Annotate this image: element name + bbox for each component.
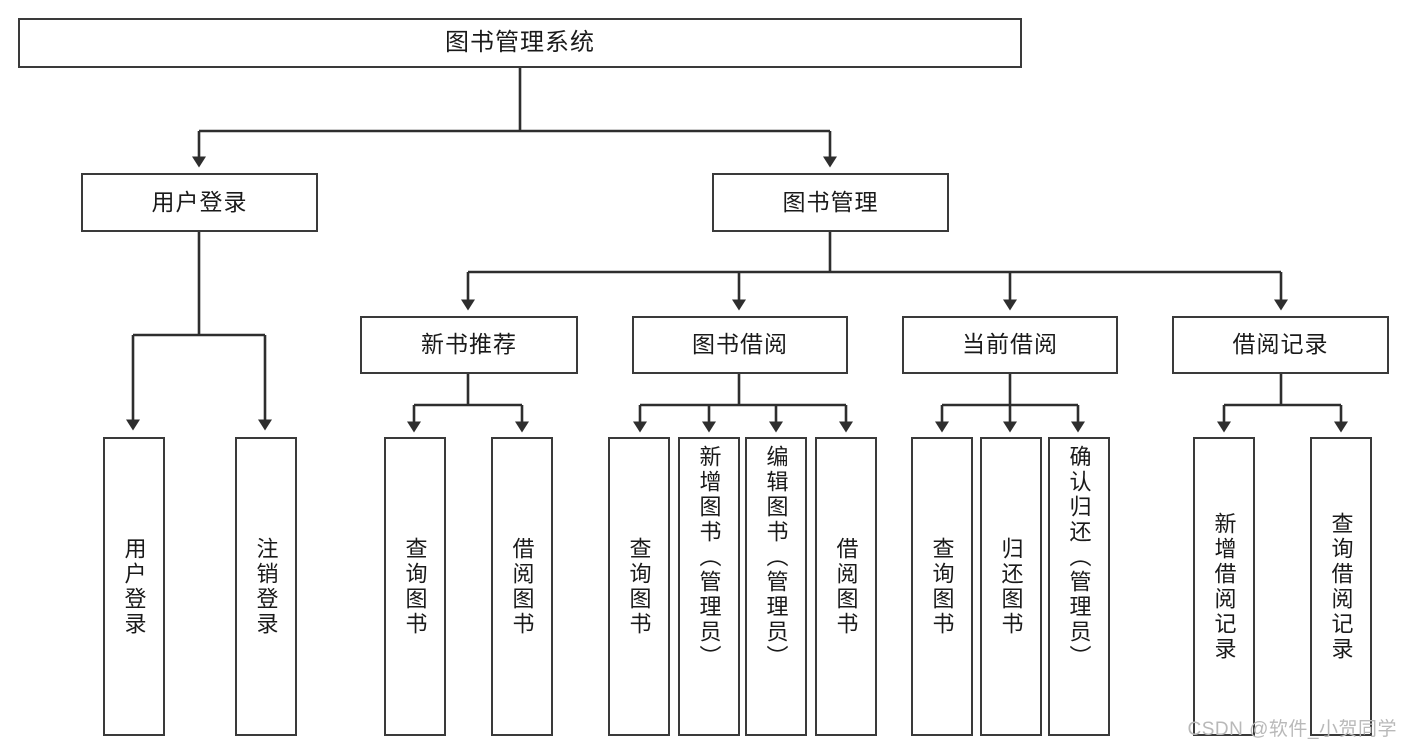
node-label: 用户登录 <box>151 188 248 215</box>
leaf-add-borrow-record[interactable]: 新增借阅记录 <box>1193 437 1255 736</box>
node-label: 当前借阅 <box>962 331 1058 358</box>
node-label: 新增图书（管理员） <box>696 445 722 670</box>
leaf-text-wrap: 新增图书（管理员） <box>680 439 738 740</box>
node-label: 借阅图书 <box>509 536 535 637</box>
node-label: 注销登录 <box>253 536 279 637</box>
leaf-confirm-return-admin[interactable]: 确认归还（管理员） <box>1048 437 1110 736</box>
node-label: 用户登录 <box>121 536 147 637</box>
leaf-text-wrap: 确认归还（管理员） <box>1050 439 1108 740</box>
node-label: 图书借阅 <box>692 331 788 358</box>
leaf-edit-book-admin[interactable]: 编辑图书（管理员） <box>745 437 807 736</box>
leaf-user-login[interactable]: 用户登录 <box>103 437 165 736</box>
leaf-text-wrap: 用户登录 <box>105 439 163 734</box>
leaf-text-wrap: 查询借阅记录 <box>1312 439 1370 734</box>
leaf-query-book-rec[interactable]: 查询图书 <box>384 437 446 736</box>
leaf-text-wrap: 注销登录 <box>237 439 295 734</box>
node-label: 图书管理 <box>782 188 879 215</box>
leaf-text-wrap: 新增借阅记录 <box>1195 439 1253 734</box>
node-label: 新书推荐 <box>421 331 517 358</box>
node-root-book-management-system[interactable]: 图书管理系统 <box>18 18 1022 68</box>
node-book-management[interactable]: 图书管理 <box>712 173 949 232</box>
node-label: 查询借阅记录 <box>1328 511 1354 662</box>
leaf-query-book-borrow[interactable]: 查询图书 <box>608 437 670 736</box>
node-label: 查询图书 <box>626 536 652 637</box>
node-label: 查询图书 <box>402 536 428 637</box>
leaf-query-book-current[interactable]: 查询图书 <box>911 437 973 736</box>
node-label: 确认归还（管理员） <box>1066 445 1092 670</box>
leaf-add-book-admin[interactable]: 新增图书（管理员） <box>678 437 740 736</box>
leaf-text-wrap: 编辑图书（管理员） <box>747 439 805 740</box>
leaf-text-wrap: 查询图书 <box>913 439 971 734</box>
leaf-text-wrap: 查询图书 <box>610 439 668 734</box>
leaf-return-book[interactable]: 归还图书 <box>980 437 1042 736</box>
node-label: 新增借阅记录 <box>1211 511 1237 662</box>
node-label: 编辑图书（管理员） <box>763 445 789 670</box>
leaf-borrow-book-borrow[interactable]: 借阅图书 <box>815 437 877 736</box>
leaf-borrow-book-rec[interactable]: 借阅图书 <box>491 437 553 736</box>
leaf-text-wrap: 借阅图书 <box>493 439 551 734</box>
leaf-text-wrap: 归还图书 <box>982 439 1040 734</box>
csdn-watermark: CSDN @软件_小贺同学 <box>1187 719 1397 740</box>
node-label: 借阅图书 <box>833 536 859 637</box>
leaf-text-wrap: 查询图书 <box>386 439 444 734</box>
leaf-logout-login[interactable]: 注销登录 <box>235 437 297 736</box>
node-book-borrow[interactable]: 图书借阅 <box>632 316 848 374</box>
node-new-book-recommend[interactable]: 新书推荐 <box>360 316 578 374</box>
leaf-query-borrow-record[interactable]: 查询借阅记录 <box>1310 437 1372 736</box>
node-label: 借阅记录 <box>1232 331 1329 358</box>
leaf-text-wrap: 借阅图书 <box>817 439 875 734</box>
node-label: 查询图书 <box>929 536 955 637</box>
node-user-login[interactable]: 用户登录 <box>81 173 318 232</box>
node-label: 归还图书 <box>998 536 1024 637</box>
node-borrow-record[interactable]: 借阅记录 <box>1172 316 1389 374</box>
node-label: 图书管理系统 <box>445 28 595 56</box>
node-current-borrow[interactable]: 当前借阅 <box>902 316 1118 374</box>
